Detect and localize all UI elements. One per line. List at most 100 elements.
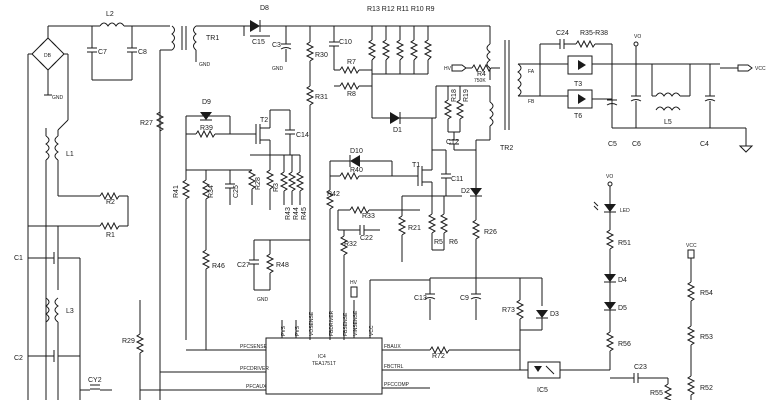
common-mode-choke-l3: L3 [45, 297, 74, 323]
c13-label: C13 [414, 295, 427, 302]
d3-label: D3 [550, 311, 559, 318]
r21-label: R21 [408, 225, 421, 232]
pin-pvs-1: PVS [281, 325, 287, 336]
r5-label: R5 [434, 239, 443, 246]
l5-label: L5 [664, 119, 672, 126]
pin-pvs-2: PVS [295, 325, 301, 336]
r27-label: R27 [140, 120, 153, 127]
tr2-label: TR2 [500, 145, 513, 152]
vo-label-led: VO [606, 174, 613, 180]
fb-label: FB [528, 99, 535, 105]
l1-label: L1 [66, 151, 74, 158]
r51-label: R51 [618, 240, 631, 247]
r2-label: R2 [106, 199, 115, 206]
l3-label: L3 [66, 308, 74, 315]
r72-label: R72 [432, 353, 445, 360]
c7-label: C7 [98, 49, 107, 56]
r6-label: R6 [449, 239, 458, 246]
gnd-label-4: GND [257, 297, 269, 303]
ic-part: TEA1751T [312, 361, 336, 367]
r55-label: R55 [650, 390, 663, 397]
r54-label: R54 [700, 290, 713, 297]
r42-label: R42 [327, 191, 340, 198]
gnd-label-2: GND [199, 62, 211, 68]
pin-pfcaux: PFCAUX [246, 384, 267, 390]
pin-pfcsense: PFCSENSE [240, 344, 268, 350]
tr1-label: TR1 [206, 35, 219, 42]
diode-d9: D9 [200, 99, 212, 121]
ic-ref: IC4 [318, 354, 326, 360]
ic4-controller: IC4 TEA1751T PFCSENSE PFCDRIVER PFCAUX R… [140, 279, 528, 395]
gnd-label-1: GND [52, 95, 64, 101]
vcc-label-2: VCC [686, 243, 697, 249]
mosfet-t6: T6 [567, 89, 593, 120]
common-mode-choke-l1: L1 [45, 135, 74, 161]
gnd-label-3: GND [272, 66, 284, 72]
r8-label: R8 [347, 91, 356, 98]
pin-fbdriver: FBDRIVER [329, 310, 335, 336]
l2-label: L2 [106, 11, 114, 18]
d1-label: D1 [393, 127, 402, 134]
r13-r9-label: R13 R12 R11 R10 R9 [367, 6, 435, 13]
c1-label: C1 [14, 255, 23, 262]
c5-label: C5 [608, 141, 617, 148]
r53-label: R53 [700, 334, 713, 341]
r31-label: R31 [315, 94, 328, 101]
d10-label: D10 [350, 148, 363, 155]
r40-label: R40 [350, 167, 363, 174]
c23-label: C23 [634, 364, 647, 371]
d4-label: D4 [618, 277, 627, 284]
r19-label: R19 [463, 89, 470, 102]
mosfet-t1: T1 [412, 150, 433, 196]
inductor-l5: L5 [655, 92, 681, 126]
c2-label: C2 [14, 355, 23, 362]
hv-connector: HV [444, 64, 467, 72]
r18-label: R18 [451, 89, 458, 102]
pin-fbsense: FBSENSE [343, 312, 349, 336]
r28-label: R28 [255, 177, 262, 190]
r4-value: 750K [474, 78, 486, 84]
db-label: DB [44, 53, 52, 59]
led-label: LED [620, 208, 630, 214]
optocoupler-ic5: IC5 [527, 361, 561, 394]
resistor-bank-r13-r9 [367, 26, 433, 75]
r1-label: R1 [106, 232, 115, 239]
transformer-tr1: TR1 GND [171, 25, 250, 68]
r30-label: R30 [315, 52, 328, 59]
c25-label: C25 [233, 185, 240, 198]
pin-vosense: VOSENSE [309, 311, 315, 336]
r34-label: R34 [208, 185, 215, 198]
c12-label: C12 [446, 139, 459, 146]
pin-fbctrl: FBCTRL [384, 364, 404, 370]
d2-label: D2 [461, 188, 470, 195]
r32-label: R32 [344, 241, 357, 248]
transformer-tr2: TR2 FA FB [486, 40, 535, 152]
r33-label: R33 [362, 213, 375, 220]
r4-label: R4 [477, 71, 486, 78]
r73-label: R73 [502, 307, 515, 314]
fa-label: FA [528, 69, 535, 75]
c3-label: C3 [272, 42, 281, 49]
r45-label: R45 [301, 207, 308, 220]
r56-label: R56 [618, 341, 631, 348]
c4-label: C4 [700, 141, 709, 148]
r44-label: R44 [293, 207, 300, 220]
pin-pfccomp: PFCCOMP [384, 382, 410, 388]
d9-label: D9 [202, 99, 211, 106]
inductor-l2: L2 [99, 11, 125, 27]
c6-label: C6 [632, 141, 641, 148]
d8-label: D8 [260, 5, 269, 12]
diode-d8: D8 [250, 5, 269, 32]
c10-label: C10 [339, 39, 352, 46]
pin-pfcdriver: PFCDRIVER [240, 366, 269, 372]
t1-label: T1 [412, 162, 420, 169]
t2-label: T2 [260, 117, 268, 124]
r46-label: R46 [212, 263, 225, 270]
pin-vcc: VCC [369, 325, 375, 336]
c27-label: C27 [237, 262, 250, 269]
pin-vinsense: VINSENSE [353, 310, 359, 336]
c24-label: C24 [556, 30, 569, 37]
pin-fbaux: FBAUX [384, 344, 401, 350]
t6-label: T6 [574, 113, 582, 120]
